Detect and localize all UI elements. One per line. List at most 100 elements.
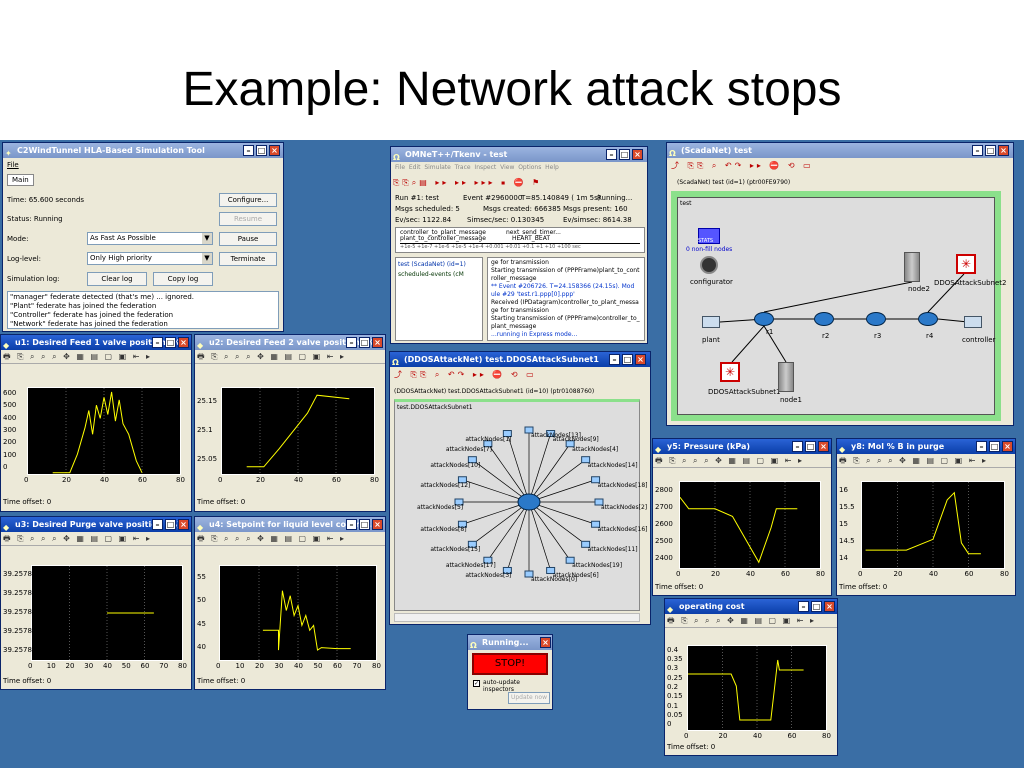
configure-button[interactable]: Configure...: [219, 193, 277, 207]
maximize-button[interactable]: □: [359, 519, 370, 530]
laptop-icon[interactable]: [502, 430, 512, 438]
stop-button[interactable]: STOP!: [472, 653, 548, 675]
configurator-icon[interactable]: [700, 256, 718, 274]
resume-button[interactable]: Resume: [219, 212, 277, 226]
sim-tool-titlebar[interactable]: ✦C2WindTunnel HLA-Based Simulation Tool: [3, 143, 283, 158]
menu-options[interactable]: Options: [518, 164, 542, 171]
laptop-icon[interactable]: [565, 440, 575, 448]
maximize-button[interactable]: □: [165, 337, 176, 348]
laptop-icon[interactable]: [467, 456, 477, 464]
laptop-icon[interactable]: [591, 476, 601, 484]
minimize-button[interactable]: –: [346, 519, 357, 530]
node2-server-icon[interactable]: [904, 252, 920, 282]
laptop-icon[interactable]: [483, 440, 493, 448]
horizontal-scrollbar[interactable]: [394, 613, 640, 622]
tab-main[interactable]: Main: [7, 174, 34, 186]
laptop-icon[interactable]: [502, 566, 512, 574]
plot-area[interactable]: [219, 565, 377, 661]
terminate-button[interactable]: Terminate: [219, 252, 277, 266]
ddos-toolbar[interactable]: ⤴ ⎘⎘ ⌕ ↶↷ ▸▸ ⛔ ⟲ ▭: [394, 370, 537, 379]
close-button[interactable]: ×: [635, 354, 646, 365]
scada-canvas[interactable]: test STATS 0 non-fill nodes configurator…: [671, 191, 1006, 421]
laptop-icon[interactable]: [524, 570, 534, 578]
pause-button[interactable]: Pause: [219, 232, 277, 246]
omnet-toolbar[interactable]: ⎘⎘⌕▤ ▸▸ ▸▸ ▸▸▸ ⏹ ⛔ ⚑: [393, 178, 543, 187]
minimize-button[interactable]: –: [606, 149, 617, 160]
laptop-icon[interactable]: [454, 498, 464, 506]
plot-titlebar[interactable]: ◆u1: Desired Feed 1 valve position (%): [1, 335, 191, 350]
event-log[interactable]: ge for transmission Starting transmissio…: [487, 257, 645, 341]
close-button[interactable]: ×: [372, 337, 383, 348]
router-icon[interactable]: [517, 493, 541, 511]
ddos-canvas[interactable]: test.DDOSAttackSubnet1 attackNodes[13]at…: [394, 399, 648, 611]
plot-toolbar[interactable]: 🖶 ⎘ ⌕ ⌕ ⌕ ✥ ▦ ▤ ▢ ▣ ⇤ ▸: [665, 614, 837, 628]
router-icon[interactable]: [918, 312, 938, 326]
minimize-button[interactable]: –: [798, 601, 809, 612]
router-icon[interactable]: [814, 312, 834, 326]
laptop-icon[interactable]: [483, 556, 493, 564]
menu-view[interactable]: View: [500, 164, 515, 171]
scada-toolbar[interactable]: ⤴ ⎘⎘ ⌕ ↶↷ ▸▸ ⛔ ⟲ ▭: [671, 161, 814, 170]
maximize-button[interactable]: □: [985, 145, 996, 156]
plot-titlebar[interactable]: ◆u3: Desired Purge valve position (%): [1, 517, 191, 532]
laptop-icon[interactable]: [591, 520, 601, 528]
file-menu[interactable]: File: [7, 161, 19, 169]
chevron-down-icon[interactable]: ▼: [202, 233, 212, 244]
controller-laptop-icon[interactable]: [964, 316, 982, 328]
close-button[interactable]: ×: [269, 145, 280, 156]
maximize-button[interactable]: □: [811, 601, 822, 612]
minimize-button[interactable]: –: [152, 519, 163, 530]
minimize-button[interactable]: –: [792, 441, 803, 452]
update-now-button[interactable]: Update now: [508, 692, 550, 704]
close-button[interactable]: ×: [818, 441, 829, 452]
maximize-button[interactable]: □: [989, 441, 1000, 452]
plot-toolbar[interactable]: 🖶 ⎘ ⌕ ⌕ ⌕ ✥ ▦ ▤ ▢ ▣ ⇤ ▸: [1, 532, 191, 546]
laptop-icon[interactable]: [467, 540, 477, 548]
laptop-icon[interactable]: [581, 456, 591, 464]
plot-area[interactable]: [221, 387, 375, 475]
close-button[interactable]: ×: [632, 149, 643, 160]
laptop-icon[interactable]: [565, 556, 575, 564]
clear-log-button[interactable]: Clear log: [87, 272, 147, 286]
plot-area[interactable]: [861, 481, 1005, 569]
maximize-button[interactable]: □: [359, 337, 370, 348]
minimize-button[interactable]: –: [972, 145, 983, 156]
laptop-icon[interactable]: [457, 520, 467, 528]
ddos-titlebar[interactable]: Ω(DDOSAttackNet) test.DDOSAttackSubnet1: [390, 352, 650, 367]
auto-update-checkbox[interactable]: ✓: [473, 680, 480, 687]
timeline[interactable]: controller_to_plant_message plant_to_con…: [395, 227, 645, 253]
router-icon[interactable]: [754, 312, 774, 326]
plant-laptop-icon[interactable]: [702, 316, 720, 328]
plot-titlebar[interactable]: ◆y8: Mol % B in purge: [837, 439, 1015, 454]
plot-toolbar[interactable]: 🖶 ⎘ ⌕ ⌕ ⌕ ✥ ▦ ▤ ▢ ▣ ⇤ ▸: [195, 350, 385, 364]
minimize-button[interactable]: –: [152, 337, 163, 348]
minimize-button[interactable]: –: [346, 337, 357, 348]
ddos2-icon[interactable]: ✳: [956, 254, 976, 274]
ddos1-icon[interactable]: ✳: [720, 362, 740, 382]
menu-file[interactable]: File: [395, 164, 406, 171]
maximize-button[interactable]: □: [165, 519, 176, 530]
menu-inspect[interactable]: Inspect: [474, 164, 497, 171]
mode-select[interactable]: As Fast As Possible▼: [87, 232, 213, 245]
router-icon[interactable]: [866, 312, 886, 326]
plot-titlebar[interactable]: ◆operating cost: [665, 599, 837, 614]
object-tree[interactable]: test (ScadaNet) (id=1) scheduled-events …: [395, 257, 483, 341]
chevron-down-icon[interactable]: ▼: [202, 253, 212, 264]
copy-log-button[interactable]: Copy log: [153, 272, 213, 286]
stats-icon[interactable]: [698, 228, 720, 244]
loglevel-select[interactable]: Only High priority▼: [87, 252, 213, 265]
maximize-button[interactable]: □: [622, 354, 633, 365]
plot-titlebar[interactable]: ◆u4: Setpoint for liquid level contro...: [195, 517, 385, 532]
plot-toolbar[interactable]: 🖶 ⎘ ⌕ ⌕ ⌕ ✥ ▦ ▤ ▢ ▣ ⇤ ▸: [195, 532, 385, 546]
minimize-button[interactable]: –: [976, 441, 987, 452]
menu-edit[interactable]: Edit: [408, 164, 421, 171]
tree-item[interactable]: scheduled-events (cM: [398, 271, 464, 278]
maximize-button[interactable]: □: [805, 441, 816, 452]
tree-item[interactable]: test (ScadaNet) (id=1): [398, 261, 466, 268]
plot-titlebar[interactable]: ◆u2: Desired Feed 2 valve position (%): [195, 335, 385, 350]
menu-help[interactable]: Help: [545, 164, 559, 171]
close-button[interactable]: ×: [372, 519, 383, 530]
close-button[interactable]: ×: [178, 519, 189, 530]
scada-titlebar[interactable]: Ω(ScadaNet) test: [667, 143, 1013, 158]
laptop-icon[interactable]: [457, 476, 467, 484]
